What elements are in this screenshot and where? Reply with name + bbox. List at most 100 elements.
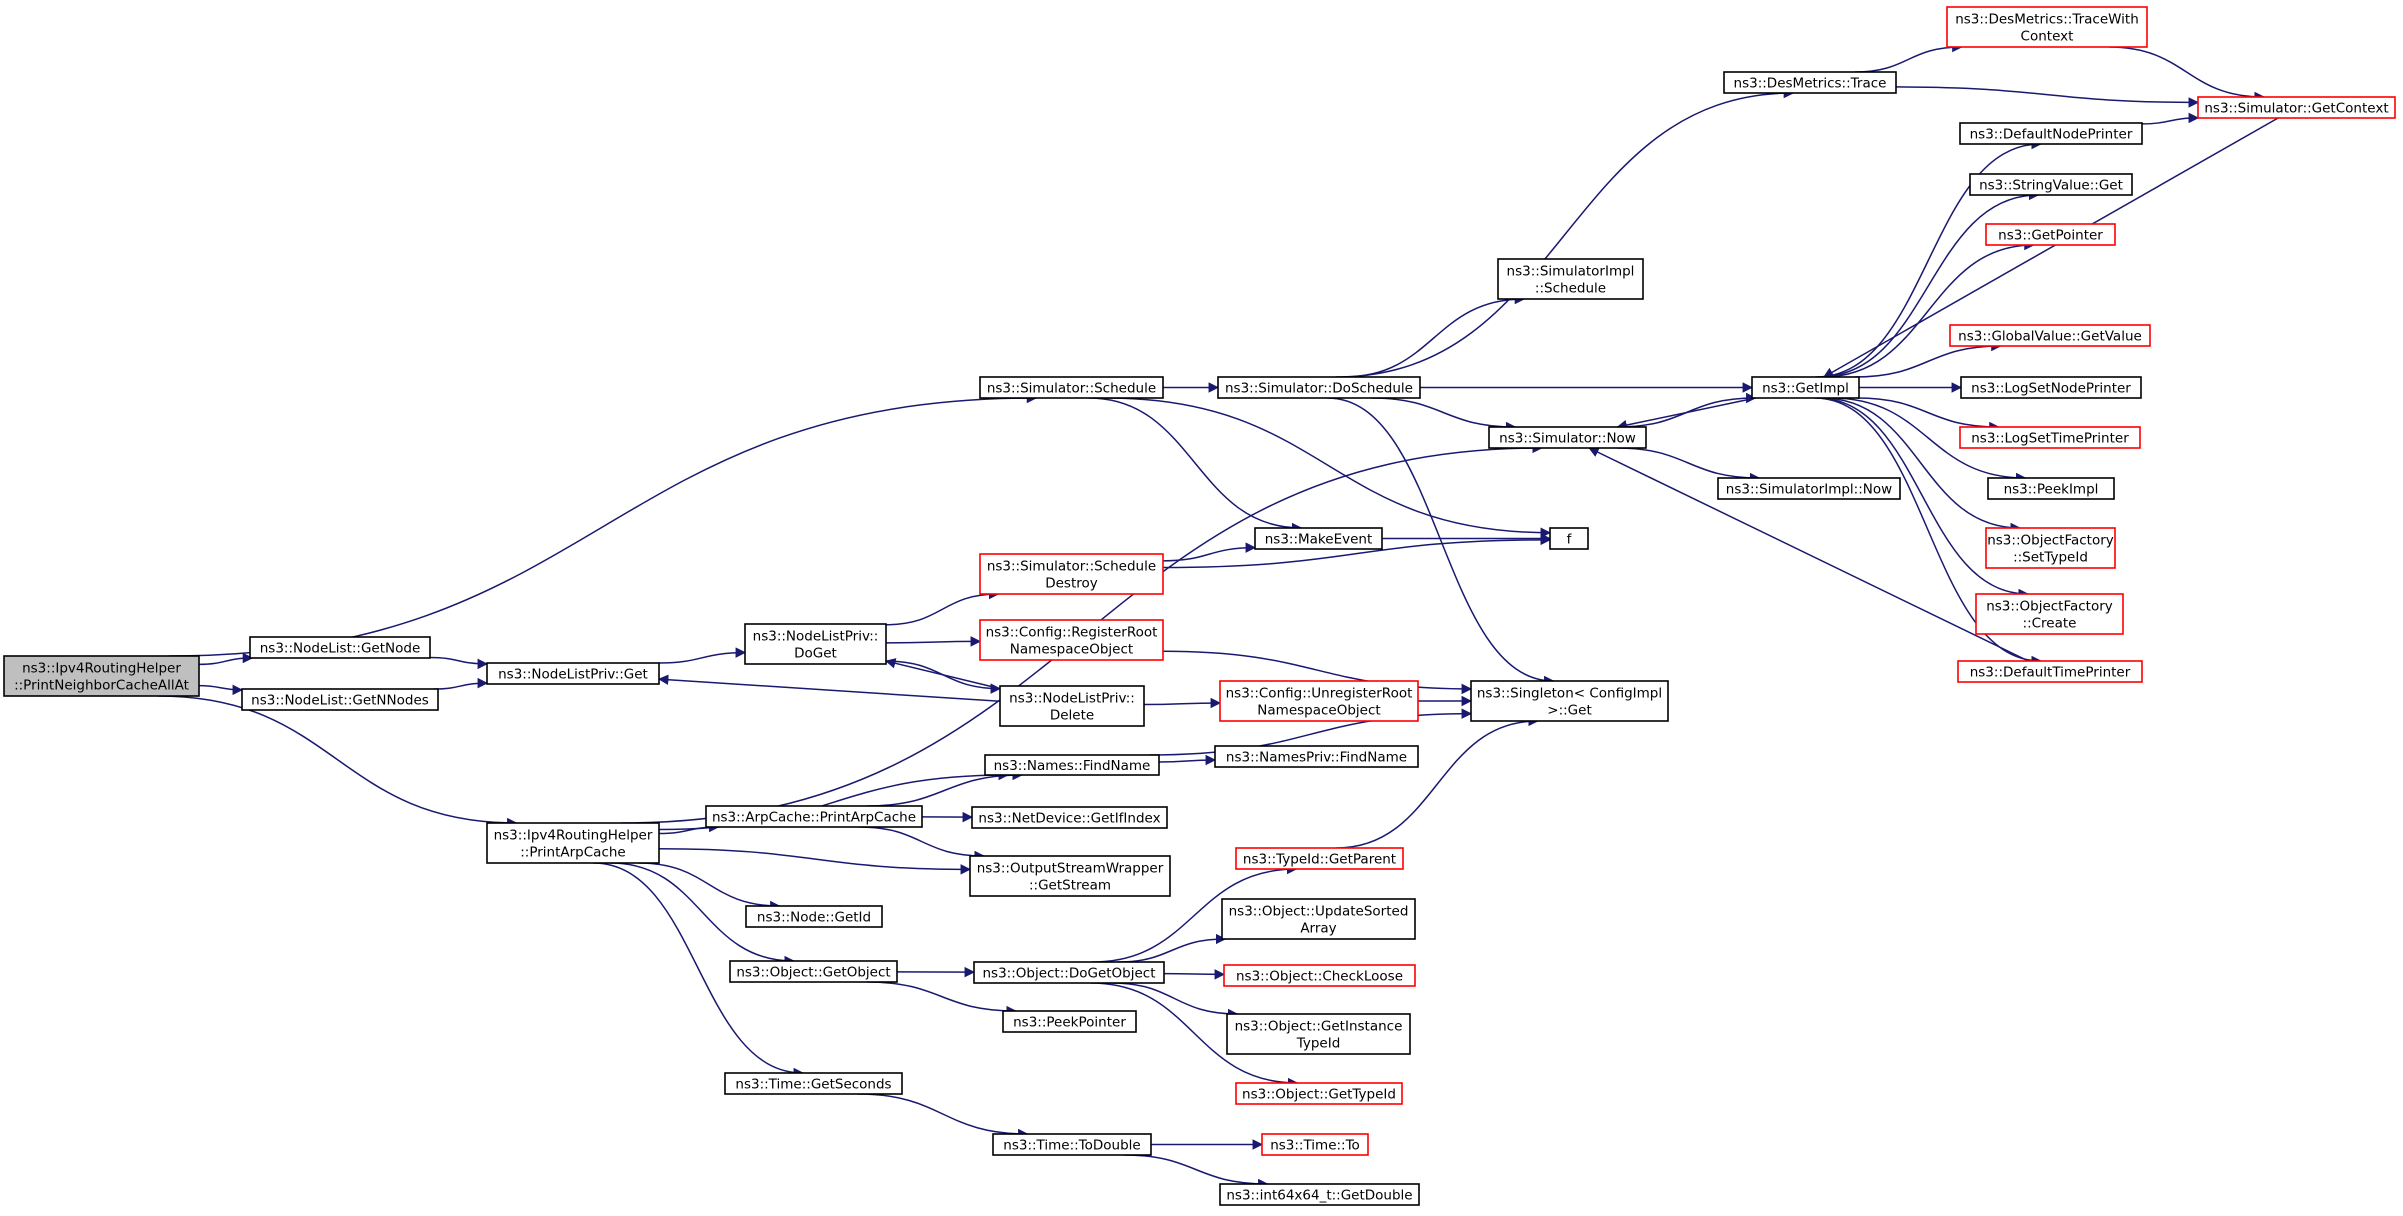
function-node-deftimeprinter[interactable]: ns3::DefaultTimePrinter: [1957, 660, 2143, 683]
call-edge-getseconds-to-todouble: [857, 1093, 1029, 1140]
function-node-ofcreate[interactable]: ns3::ObjectFactory::Create: [1975, 593, 2124, 635]
call-edge-getimpl-to-strvalget: [1818, 189, 2040, 378]
node-box: [1723, 71, 1897, 94]
node-label: ns3::Object::GetObject: [736, 965, 890, 981]
call-edge-root-to-getnnodes: [198, 684, 244, 696]
function-node-getpointer[interactable]: ns3::GetPointer: [1985, 223, 2116, 246]
node-label: DoGet: [794, 646, 837, 662]
node-box: [1969, 173, 2133, 196]
function-node-dogetobject[interactable]: ns3::Object::DoGetObject: [973, 961, 1165, 984]
function-node-cfgunreg[interactable]: ns3::Config::UnregisterRootNamespaceObje…: [1219, 680, 1419, 722]
node-box: [1985, 527, 2116, 569]
node-label: ns3::int64x64_t::GetDouble: [1226, 1188, 1412, 1204]
node-box: [486, 822, 660, 864]
node-label: ns3::SimulatorImpl::Now: [1726, 482, 1892, 498]
function-node-getcontext[interactable]: ns3::Simulator::GetContext: [2197, 96, 2396, 119]
function-node-getstream[interactable]: ns3::OutputStreamWrapper::GetStream: [969, 855, 1171, 897]
node-label: ns3::NodeListPriv::Get: [498, 667, 648, 683]
node-label: ns3::NodeListPriv::: [1009, 691, 1135, 707]
call-edge-root-to-sched: [168, 392, 1038, 657]
node-label: ns3::Object::CheckLoose: [1236, 969, 1403, 985]
function-node-tidparent[interactable]: ns3::TypeId::GetParent: [1235, 847, 1404, 870]
function-node-namespriv[interactable]: ns3::NamesPriv::FindName: [1214, 745, 1419, 768]
node-label: ns3::Names::FindName: [994, 758, 1151, 774]
function-node-peekptr[interactable]: ns3::PeekPointer: [1002, 1010, 1137, 1033]
function-node-ofsettypeid[interactable]: ns3::ObjectFactory::SetTypeId: [1985, 527, 2116, 569]
function-node-timeto[interactable]: ns3::Time::To: [1261, 1133, 1369, 1156]
function-node-sched[interactable]: ns3::Simulator::Schedule: [979, 376, 1164, 399]
call-edge-tidparent-to-singleton: [1336, 715, 1539, 849]
node-label: ns3::DefaultNodePrinter: [1970, 127, 2133, 143]
node-label: ::GetStream: [1029, 878, 1111, 894]
function-node-destrace[interactable]: ns3::DesMetrics::Trace: [1723, 71, 1897, 94]
call-edge-printarp-to-getobject: [610, 862, 795, 967]
function-node-todouble[interactable]: ns3::Time::ToDouble: [992, 1133, 1152, 1156]
function-node-dosched[interactable]: ns3::Simulator::DoSchedule: [1217, 376, 1421, 399]
function-node-printarp[interactable]: ns3::Ipv4RoutingHelper::PrintArpCache: [486, 822, 660, 864]
call-edge-getcontext-to-getimpl: [1822, 117, 2279, 378]
node-label: ns3::OutputStreamWrapper: [977, 861, 1164, 877]
function-node-arpprint[interactable]: ns3::ArpCache::PrintArpCache: [705, 805, 923, 828]
node-box: [1002, 1010, 1137, 1033]
call-edge-defnodeprinter-to-getcontext: [2141, 112, 2200, 125]
node-label: ns3::MakeEvent: [1265, 532, 1373, 548]
call-edge-getnnodes-to-nlpget: [434, 677, 489, 690]
function-node-nlpdelete[interactable]: ns3::NodeListPriv::Delete: [999, 685, 1145, 727]
node-box: [1235, 847, 1404, 870]
node-label: ns3::PeekPointer: [1013, 1015, 1126, 1031]
node-box: [969, 855, 1171, 897]
function-node-getnnodes[interactable]: ns3::NodeList::GetNNodes: [241, 688, 439, 711]
function-node-checkloose[interactable]: ns3::Object::CheckLoose: [1223, 964, 1416, 987]
call-edge-dosched-to-destrace: [1335, 87, 1795, 378]
node-box: [1226, 1013, 1411, 1055]
function-node-f[interactable]: f: [1549, 527, 1589, 550]
function-node-defnodeprinter[interactable]: ns3::DefaultNodePrinter: [1959, 122, 2143, 145]
call-edge-getimpl-to-logsettime: [1856, 397, 2000, 433]
function-node-logsettime[interactable]: ns3::LogSetTimePrinter: [1959, 426, 2141, 449]
node-box: [1261, 1133, 1369, 1156]
function-node-doget[interactable]: ns3::NodeListPriv::DoGet: [744, 623, 887, 665]
function-node-nlpget[interactable]: ns3::NodeListPriv::Get: [486, 662, 660, 685]
node-box: [1488, 426, 1647, 449]
function-node-implsched[interactable]: ns3::SimulatorImpl::Schedule: [1497, 258, 1644, 300]
function-node-logsetnode[interactable]: ns3::LogSetNodePrinter: [1960, 376, 2142, 399]
function-node-getnode[interactable]: ns3::NodeList::GetNode: [249, 636, 431, 659]
function-node-gvgetvalue[interactable]: ns3::GlobalValue::GetValue: [1949, 324, 2151, 347]
node-box: [1217, 376, 1421, 399]
node-label: ns3::LogSetTimePrinter: [1971, 431, 2129, 447]
node-label: ns3::ArpCache::PrintArpCache: [712, 810, 916, 826]
function-node-getobject[interactable]: ns3::Object::GetObject: [729, 960, 898, 983]
function-node-gettypeid[interactable]: ns3::Object::GetTypeId: [1235, 1082, 1403, 1105]
function-node-makeevent[interactable]: ns3::MakeEvent: [1254, 527, 1383, 550]
node-label: ns3::Simulator::Schedule: [987, 559, 1156, 575]
node-box: [992, 1133, 1152, 1156]
function-node-singleton[interactable]: ns3::Singleton< ConfigImpl >::Get: [1470, 680, 1669, 722]
node-label: ::Schedule: [1535, 281, 1606, 297]
node-box: [705, 805, 923, 828]
node-label: Delete: [1050, 708, 1094, 724]
call-edge-doget-to-schedestroy: [885, 588, 1000, 626]
call-edge-root-to-getnode: [198, 652, 254, 666]
function-node-peekimpl[interactable]: ns3::PeekImpl: [1987, 477, 2115, 500]
function-node-strvalget[interactable]: ns3::StringValue::Get: [1969, 173, 2133, 196]
node-label: ns3::DefaultTimePrinter: [1970, 665, 2131, 681]
function-node-getseconds[interactable]: ns3::Time::GetSeconds: [724, 1072, 903, 1095]
call-edge-arpprint-to-getstream: [859, 826, 985, 862]
function-node-getdouble[interactable]: ns3::int64x64_t::GetDouble: [1219, 1183, 1420, 1206]
function-node-getimpl[interactable]: ns3::GetImpl: [1751, 376, 1860, 399]
function-node-root[interactable]: ns3::Ipv4RoutingHelper::PrintNeighborCac…: [3, 655, 200, 697]
function-node-implnow[interactable]: ns3::SimulatorImpl::Now: [1717, 477, 1901, 500]
call-edge-getimpl-to-gvgetvalue: [1854, 340, 2002, 378]
node-label: ns3::DesMetrics::Trace: [1734, 76, 1887, 92]
function-node-findname[interactable]: ns3::Names::FindName: [984, 754, 1160, 776]
function-node-nodegetid[interactable]: ns3::Node::GetId: [745, 905, 883, 928]
node-box: [1235, 1082, 1403, 1105]
function-node-getifindex[interactable]: ns3::NetDevice::GetIfIndex: [971, 806, 1168, 829]
function-node-simnow[interactable]: ns3::Simulator::Now: [1488, 426, 1647, 449]
node-box: [1497, 258, 1644, 300]
